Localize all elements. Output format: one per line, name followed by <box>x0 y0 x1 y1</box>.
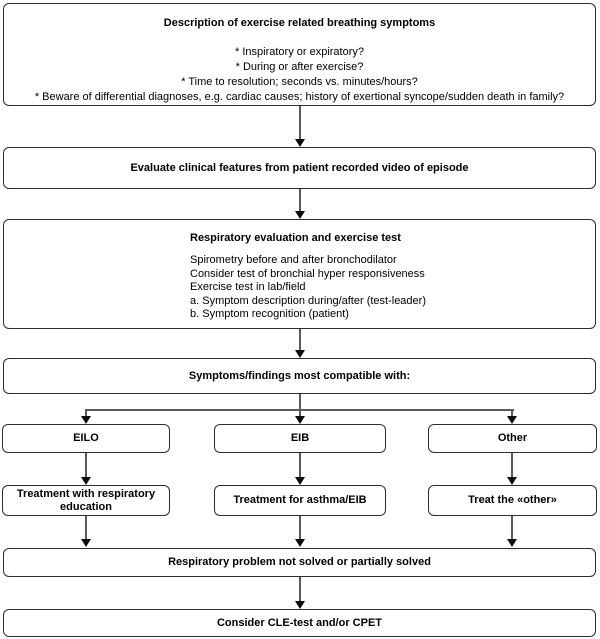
node-symptoms-compatible: Symptoms/findings most compatible with: <box>3 358 596 394</box>
node-treatment-eilo: Treatment with respiratory education <box>2 485 170 516</box>
connector-line <box>511 453 513 478</box>
arrow-down-icon <box>507 539 517 547</box>
arrow-down-icon <box>295 601 305 609</box>
arrow-down-icon <box>295 350 305 358</box>
connector-line <box>511 516 513 540</box>
node-eilo: EILO <box>2 424 170 453</box>
connector-line <box>299 329 301 351</box>
node-problem-not-solved-title: Respiratory problem not solved or partia… <box>168 556 431 568</box>
node-eib-label: EIB <box>290 432 310 444</box>
node-respiratory-evaluation-title: Respiratory evaluation and exercise test <box>190 232 401 244</box>
connector-line <box>85 516 87 540</box>
connector-line <box>299 394 301 410</box>
node-other: Other <box>428 424 597 453</box>
connector-line <box>299 453 301 478</box>
node-consider-cle-cpet: Consider CLE-test and/or CPET <box>3 609 596 637</box>
arrow-down-icon <box>295 539 305 547</box>
arrow-down-icon <box>295 139 305 147</box>
arrow-down-icon <box>81 477 91 485</box>
node-respiratory-evaluation: Respiratory evaluation and exercise test… <box>3 219 596 329</box>
respiratory-step: a. Symptom description during/after (tes… <box>190 294 426 307</box>
arrow-down-icon <box>81 416 91 424</box>
connector-line <box>299 106 301 140</box>
node-problem-not-solved: Respiratory problem not solved or partia… <box>3 548 596 577</box>
symptom-bullet: * Time to resolution; seconds vs. minute… <box>181 76 418 88</box>
node-treatment-other-label: Treat the «other» <box>468 494 557 506</box>
arrow-down-icon <box>507 477 517 485</box>
arrow-down-icon <box>295 416 305 424</box>
connector-line <box>85 453 87 478</box>
node-treatment-eilo-label: Treatment with respiratory education <box>16 487 156 513</box>
arrow-down-icon <box>507 416 517 424</box>
node-video-evaluation: Evaluate clinical features from patient … <box>3 147 596 189</box>
node-consider-cle-cpet-title: Consider CLE-test and/or CPET <box>216 616 383 629</box>
arrow-down-icon <box>81 539 91 547</box>
respiratory-step: Consider test of bronchial hyper respons… <box>190 267 425 280</box>
node-symptoms-compatible-title: Symptoms/findings most compatible with: <box>188 369 411 382</box>
respiratory-step: Spirometry before and after bronchodilat… <box>190 254 397 266</box>
connector-line <box>299 516 301 540</box>
connector-line <box>299 189 301 212</box>
symptom-bullet: * During or after exercise? <box>235 61 364 73</box>
node-symptom-description: Description of exercise related breathin… <box>3 3 596 106</box>
node-symptom-description-title: Description of exercise related breathin… <box>163 17 436 29</box>
arrow-down-icon <box>295 211 305 219</box>
symptom-bullet: * Beware of differential diagnoses, e.g.… <box>34 91 565 103</box>
connector-line <box>299 409 301 417</box>
connector-line <box>511 409 513 417</box>
arrow-down-icon <box>295 477 305 485</box>
node-treatment-eib-label: Treatment for asthma/EIB <box>233 494 367 506</box>
respiratory-step: Exercise test in lab/field <box>190 281 306 294</box>
node-other-label: Other <box>497 432 528 444</box>
connector-line <box>85 409 87 417</box>
respiratory-step: b. Symptom recognition (patient) <box>190 308 349 321</box>
node-treatment-other: Treat the «other» <box>428 485 597 516</box>
connector-line <box>299 577 301 602</box>
node-treatment-eib: Treatment for asthma/EIB <box>214 485 386 516</box>
symptom-bullet: * Inspiratory or expiratory? <box>235 46 364 58</box>
node-eib: EIB <box>214 424 386 453</box>
node-video-evaluation-title: Evaluate clinical features from patient … <box>130 161 469 174</box>
node-eilo-label: EILO <box>73 432 99 444</box>
